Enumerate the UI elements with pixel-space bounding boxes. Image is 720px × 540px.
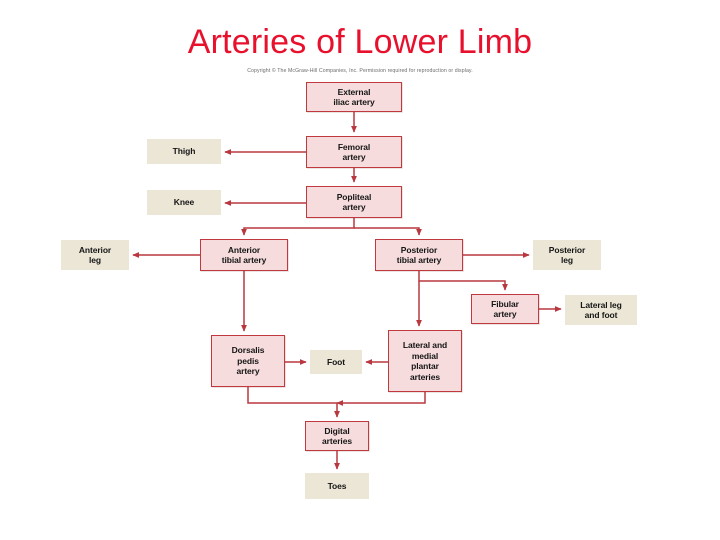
node-foot[interactable]: Foot (310, 350, 362, 374)
connector-arrow (418, 271, 508, 291)
node-label: Thigh (172, 146, 196, 157)
copyright-notice: Copyright © The McGraw-Hill Companies, I… (247, 68, 473, 74)
node-toes[interactable]: Toes (305, 473, 369, 499)
node-knee[interactable]: Knee (147, 190, 221, 215)
page-title: Arteries of Lower Limb (187, 23, 533, 61)
node-label: Toes (327, 480, 347, 491)
node-label: Knee (173, 197, 195, 208)
node-thigh[interactable]: Thigh (147, 139, 221, 164)
connector-arrow (247, 387, 340, 418)
connector-arrow (241, 218, 355, 236)
connector-arrow (336, 392, 426, 406)
connector-arrow (354, 227, 422, 236)
node-label: Foot (326, 356, 345, 367)
